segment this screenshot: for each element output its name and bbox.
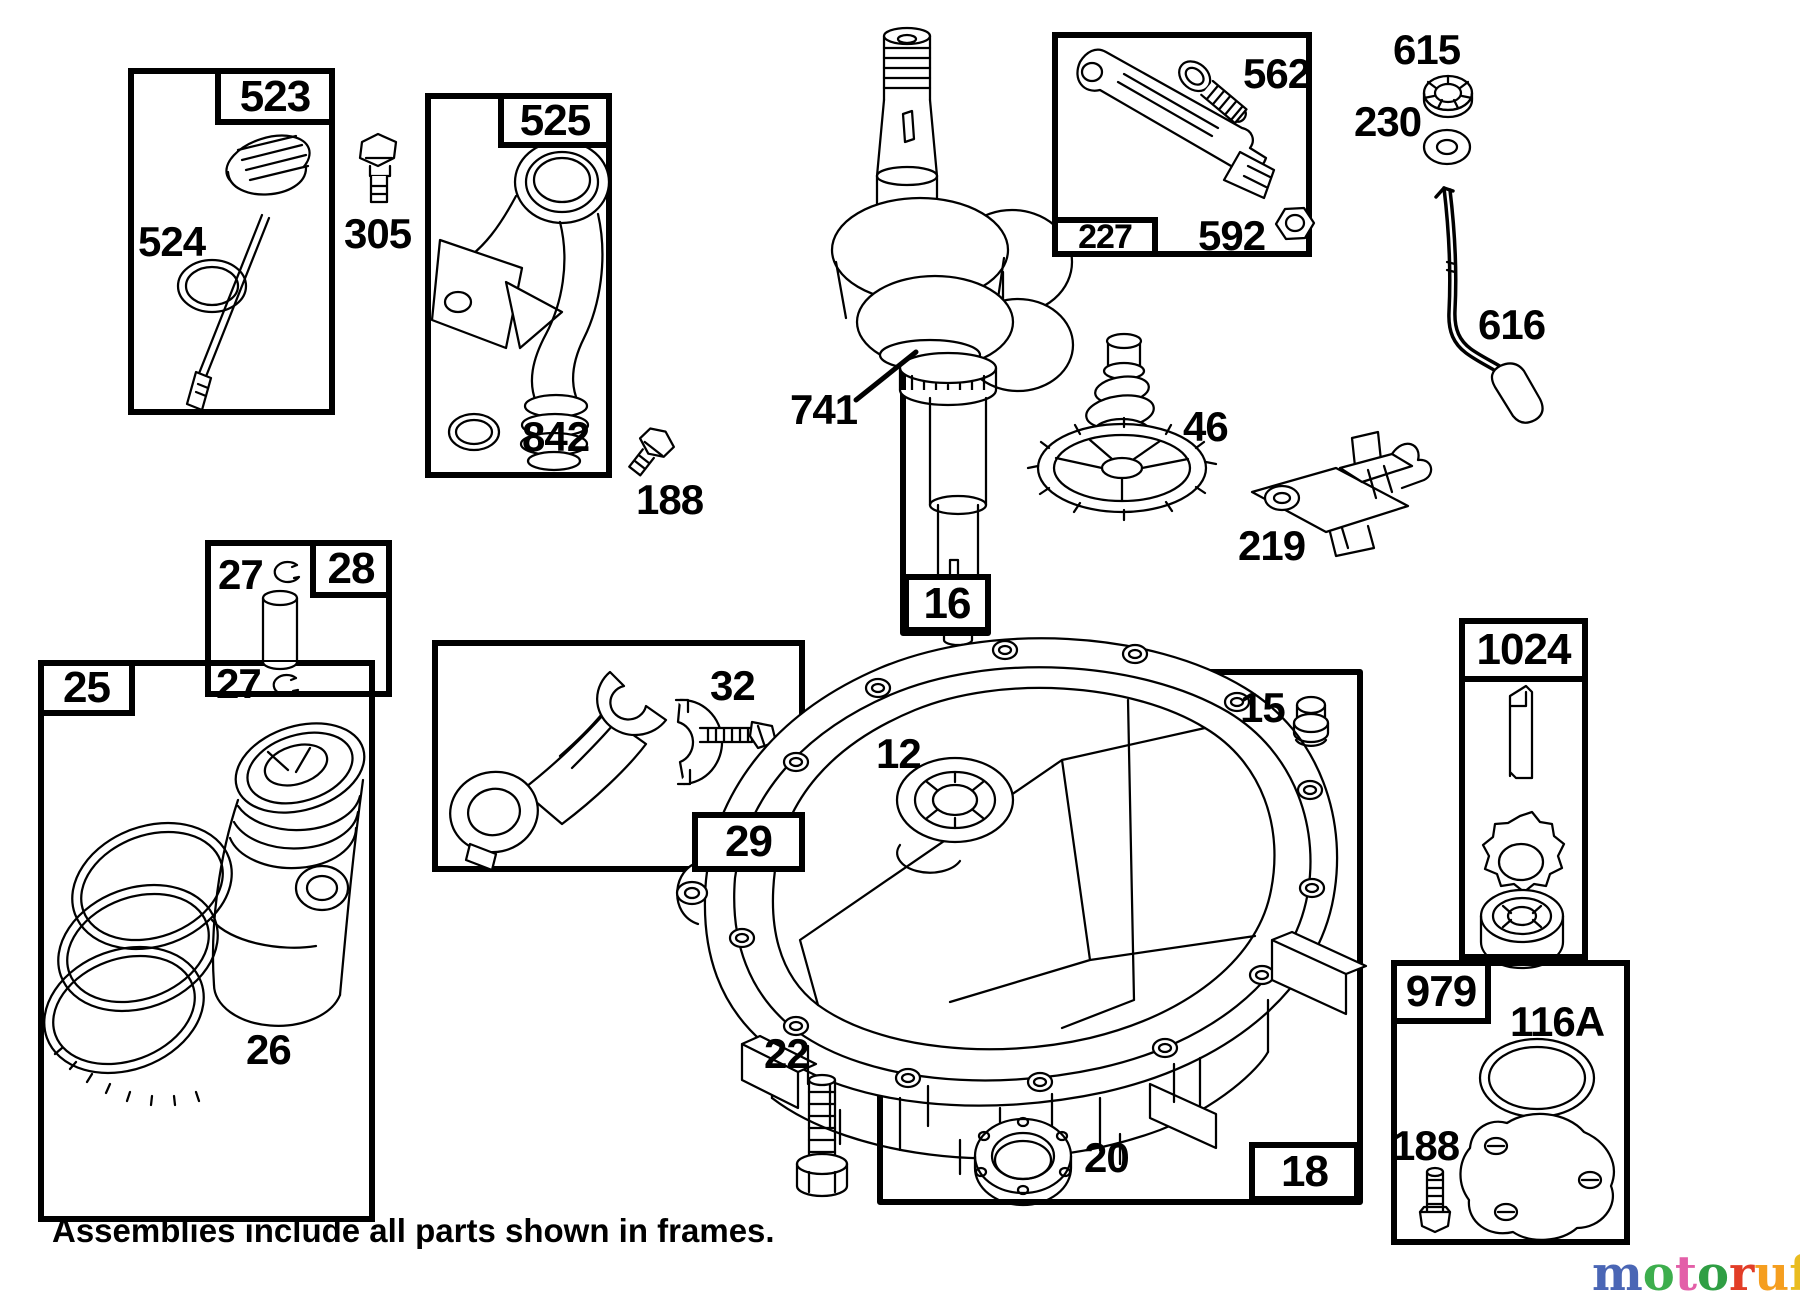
bolt-305-art bbox=[358, 132, 398, 204]
frame-label-18: 18 bbox=[1249, 1142, 1360, 1202]
part-label-616-9: 616 bbox=[1478, 301, 1546, 348]
bolt-188-left-art bbox=[628, 427, 675, 477]
o-ring-842-art bbox=[447, 412, 501, 452]
frame-label-1024: 1024 bbox=[1459, 618, 1588, 682]
crank-616-art bbox=[1434, 186, 1544, 424]
frame-label-25: 25 bbox=[38, 660, 135, 716]
wrist-pin-27-art bbox=[261, 589, 299, 671]
piston-rings-26-art bbox=[43, 821, 233, 1107]
sump-12-art bbox=[675, 637, 1368, 1180]
snap-ring-27-lower-art bbox=[272, 673, 300, 697]
frame-label-525: 525 bbox=[498, 93, 612, 148]
assembly-frame-25 bbox=[38, 660, 375, 1222]
frame-label-523: 523 bbox=[215, 68, 335, 125]
part-label-741-4: 741 bbox=[790, 386, 858, 433]
motoruf-logo: motoruf.de bbox=[1592, 1246, 1800, 1302]
cap-615-art bbox=[1422, 74, 1474, 119]
logo-letter: o bbox=[1696, 1246, 1729, 1302]
part-label-26-14: 26 bbox=[246, 1026, 292, 1073]
logo-letter: r bbox=[1729, 1246, 1755, 1302]
bolt-188-right-art bbox=[1418, 1166, 1452, 1234]
frame-label-28: 28 bbox=[310, 540, 392, 598]
frame-label-227: 227 bbox=[1052, 217, 1158, 257]
bolt-22-art bbox=[795, 1073, 849, 1198]
logo-letter: u bbox=[1754, 1246, 1790, 1302]
motoruf-logo-letters: motoruf bbox=[1592, 1246, 1800, 1302]
part-label-562-5: 562 bbox=[1243, 50, 1311, 97]
part-label-27-13: 27 bbox=[216, 660, 262, 707]
o-ring-116A-art bbox=[1478, 1037, 1596, 1119]
logo-letter: o bbox=[1642, 1246, 1675, 1302]
frame-label-29: 29 bbox=[692, 812, 805, 872]
crankshaft-art bbox=[830, 26, 1075, 647]
part-label-32-15: 32 bbox=[710, 662, 756, 709]
part-label-46-10: 46 bbox=[1183, 403, 1229, 450]
part-label-592-6: 592 bbox=[1198, 212, 1266, 259]
oil-seal-20-art bbox=[973, 1116, 1073, 1207]
part-label-230-8: 230 bbox=[1354, 98, 1422, 145]
part-label-20-19: 20 bbox=[1084, 1134, 1130, 1181]
assembly-frame-227 bbox=[1052, 32, 1312, 257]
plug-15-art bbox=[1292, 695, 1330, 747]
part-label-842-2: 842 bbox=[522, 413, 590, 460]
part-label-305-1: 305 bbox=[344, 210, 412, 257]
part-label-524-0: 524 bbox=[138, 218, 206, 265]
piston-art bbox=[210, 722, 366, 1027]
governor-arm-227-art bbox=[1076, 48, 1276, 200]
oil-pump-1024-art bbox=[1479, 684, 1566, 970]
snap-ring-27-top-art bbox=[273, 560, 301, 584]
logo-letter: m bbox=[1592, 1246, 1643, 1302]
frame-label-16: 16 bbox=[903, 574, 991, 633]
frame-label-979: 979 bbox=[1391, 960, 1491, 1024]
cover-plate-art bbox=[1459, 1112, 1615, 1242]
part-label-188-3: 188 bbox=[636, 476, 704, 523]
connecting-rod-art bbox=[449, 670, 724, 872]
part-label-15-17: 15 bbox=[1240, 684, 1286, 731]
caption-text: Assemblies include all parts shown in fr… bbox=[52, 1212, 775, 1249]
part-label-27-12: 27 bbox=[218, 551, 264, 598]
part-label-615-7: 615 bbox=[1393, 26, 1461, 73]
part-label-116A-20: 116A bbox=[1510, 998, 1605, 1045]
dipstick-art bbox=[176, 134, 311, 412]
camshaft-46-art bbox=[1026, 332, 1218, 522]
logo-letter: t bbox=[1674, 1246, 1697, 1302]
washer-230-art bbox=[1422, 128, 1472, 166]
assembly-frame-979 bbox=[1391, 960, 1630, 1245]
nut-592-art bbox=[1274, 206, 1316, 241]
governor-219-art bbox=[1250, 430, 1433, 558]
assembly-frame-28 bbox=[205, 540, 392, 697]
part-label-22-18: 22 bbox=[764, 1030, 810, 1077]
part-label-12-16: 12 bbox=[876, 730, 922, 777]
leader-741 bbox=[853, 349, 919, 403]
logo-letter: f bbox=[1789, 1246, 1800, 1302]
part-label-188-21: 188 bbox=[1392, 1122, 1460, 1169]
screw-562-art bbox=[1178, 60, 1248, 125]
part-label-219-11: 219 bbox=[1238, 522, 1306, 569]
oil-fill-tube-art bbox=[430, 139, 611, 472]
